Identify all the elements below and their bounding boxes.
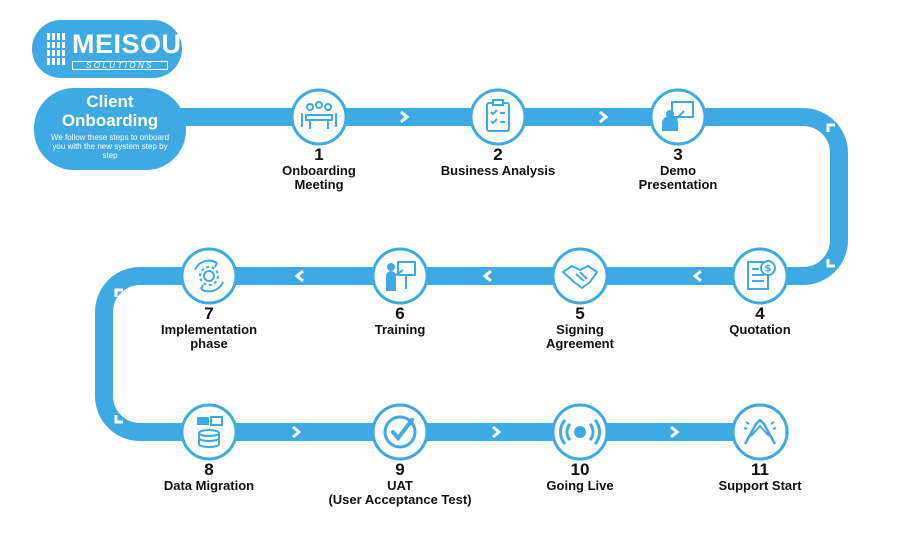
step-number: 11 [751, 460, 769, 479]
step-label: Quotation [729, 322, 791, 337]
step-number: 2 [493, 145, 503, 164]
track-arrow-icon [599, 110, 609, 124]
meeting-icon [301, 101, 337, 129]
step-label: Support Start [718, 478, 802, 493]
logo-subtitle: SOLUTIONS [72, 61, 168, 70]
step-number: 10 [570, 460, 590, 479]
intro-badge: Client Onboarding We follow these steps … [34, 88, 186, 170]
track-arrow-icon [400, 110, 410, 124]
checkmark-icon [383, 415, 417, 449]
step-label: Demo Presentation [638, 163, 718, 192]
step-circle-10 [551, 403, 609, 461]
step-label: Data Migration [163, 478, 255, 493]
logo-name: MEISOUR [72, 29, 202, 59]
step-label: Onboarding Meeting [282, 163, 356, 192]
step-circle-1 [290, 88, 348, 146]
company-logo: MEISOUR SOLUTIONS [32, 20, 201, 78]
track-corner-mark-icon [826, 123, 835, 132]
quotation-document-icon: $ [747, 260, 776, 290]
track-arrow-icon [292, 425, 302, 439]
track-arrow-icon [482, 269, 492, 283]
track-corner-mark-icon [114, 415, 123, 424]
step-circle-2 [469, 88, 527, 146]
track-corner-mark-icon [826, 259, 835, 268]
step-circle-ring [371, 403, 429, 461]
step-number: 5 [575, 304, 585, 323]
clipboard-checklist-icon [486, 99, 510, 132]
step-circle-ring [180, 247, 238, 305]
track-corner-marks [114, 123, 835, 424]
svg-text:$: $ [765, 264, 772, 275]
track-corner-mark-icon [114, 288, 123, 297]
step-circle-3 [649, 88, 707, 146]
support-hands-icon [743, 418, 777, 445]
step-label: UAT (User Acceptance Test) [328, 478, 472, 507]
step-number: 4 [755, 304, 765, 323]
step-circle-ring [180, 403, 238, 461]
step-number: 9 [395, 460, 405, 479]
step-circle-6 [371, 247, 429, 305]
step-circle-ring [469, 88, 527, 146]
step-circle-ring [551, 247, 609, 305]
presentation-icon [662, 101, 694, 131]
step-circle-ring [731, 403, 789, 461]
broadcast-icon [558, 419, 602, 445]
step-circle-5 [551, 247, 609, 305]
training-icon [386, 261, 416, 291]
track-arrow-icon [294, 269, 304, 283]
track-arrow-icon [492, 425, 502, 439]
step-label: Going Live [546, 478, 614, 493]
gear-cycle-icon [194, 259, 224, 293]
step-number: 1 [314, 145, 324, 164]
step-number: 8 [204, 460, 214, 479]
intro-title: Client Onboarding [61, 92, 159, 130]
intro-subtitle: We follow these steps to onboard you wit… [50, 133, 170, 160]
logo-mark-icon [46, 33, 66, 65]
step-circle-7 [180, 247, 238, 305]
step-circle-4: $ [731, 247, 789, 305]
step-label: Signing Agreement [546, 322, 614, 351]
step-label: Implementation phase [160, 322, 258, 351]
step-number: 6 [395, 304, 405, 323]
track-arrow-icon [692, 269, 702, 283]
step-circle-8 [180, 403, 238, 461]
handshake-icon [562, 265, 598, 289]
step-circle-ring [290, 88, 348, 146]
step-circle-11 [731, 403, 789, 461]
step-number: 3 [673, 145, 683, 164]
track-path [95, 108, 848, 441]
step-label: Training [374, 322, 426, 337]
step-label: Business Analysis [440, 163, 556, 178]
step-circle-9 [371, 403, 429, 461]
step-number: 7 [204, 304, 214, 323]
data-migration-icon [197, 416, 223, 448]
track-arrow-icon [670, 425, 680, 439]
track-arrows [292, 110, 702, 439]
